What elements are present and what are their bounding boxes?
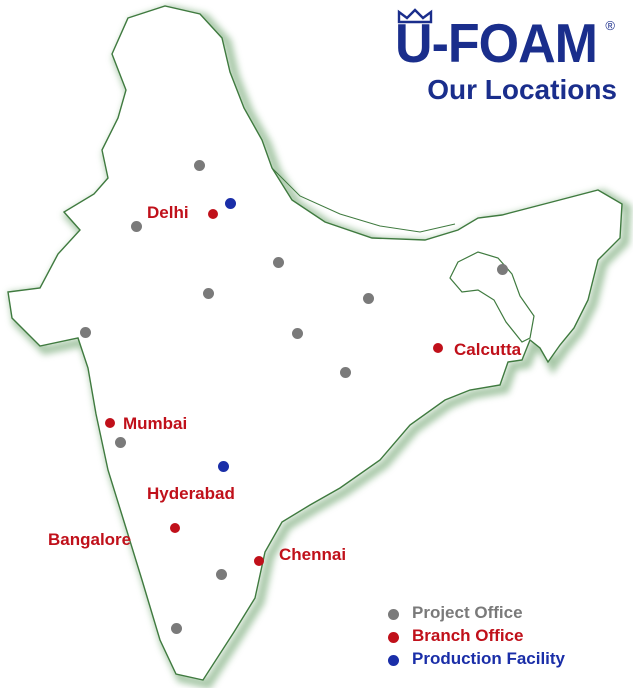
legend-item-project-office: Project Office [384,602,624,625]
map-subtitle: Our Locations [427,74,617,105]
project-office-marker[interactable] [273,257,284,268]
project-office-marker[interactable] [216,569,227,580]
city-label-hyderabad[interactable]: Hyderabad [147,484,235,503]
branch-office-marker-mumbai[interactable] [105,418,115,428]
project-office-marker[interactable] [203,288,214,299]
legend-item-branch-office: Branch Office [384,625,624,648]
map-legend: Project Office Branch Office Production … [384,602,624,671]
trademark-symbol: ® [605,18,615,33]
project-office-marker[interactable] [80,327,91,338]
production-facility-marker[interactable] [225,198,236,209]
city-label-mumbai[interactable]: Mumbai [123,414,188,433]
project-office-marker[interactable] [497,264,508,275]
legend-label-branch-office: Branch Office [412,626,524,645]
city-label-calcutta[interactable]: Calcutta [454,340,522,359]
project-office-marker[interactable] [131,221,142,232]
project-office-marker[interactable] [115,437,126,448]
legend-item-production-facility: Production Facility [384,648,624,671]
brand-logo: U-FOAM ® Our Locations [387,4,617,114]
brand-name: U-FOAM [395,13,598,75]
gray-dot-icon [388,609,399,620]
branch-office-marker-bangalore[interactable] [170,523,180,533]
production-facility-marker[interactable] [218,461,229,472]
project-office-marker[interactable] [340,367,351,378]
red-dot-icon [388,632,399,643]
project-office-marker[interactable] [292,328,303,339]
branch-office-marker-chennai[interactable] [254,556,264,566]
project-office-marker[interactable] [363,293,374,304]
crown-icon [397,8,433,24]
city-label-chennai[interactable]: Chennai [279,545,347,564]
blue-dot-icon [388,655,399,666]
city-label-delhi[interactable]: Delhi [147,203,189,222]
city-label-bangalore[interactable]: Bangalore [48,530,132,549]
project-office-marker[interactable] [194,160,205,171]
legend-label-project-office: Project Office [412,603,523,622]
branch-office-marker-delhi[interactable] [208,209,218,219]
legend-label-production-facility: Production Facility [412,649,566,668]
branch-office-marker-calcutta[interactable] [433,343,443,353]
project-office-marker[interactable] [171,623,182,634]
